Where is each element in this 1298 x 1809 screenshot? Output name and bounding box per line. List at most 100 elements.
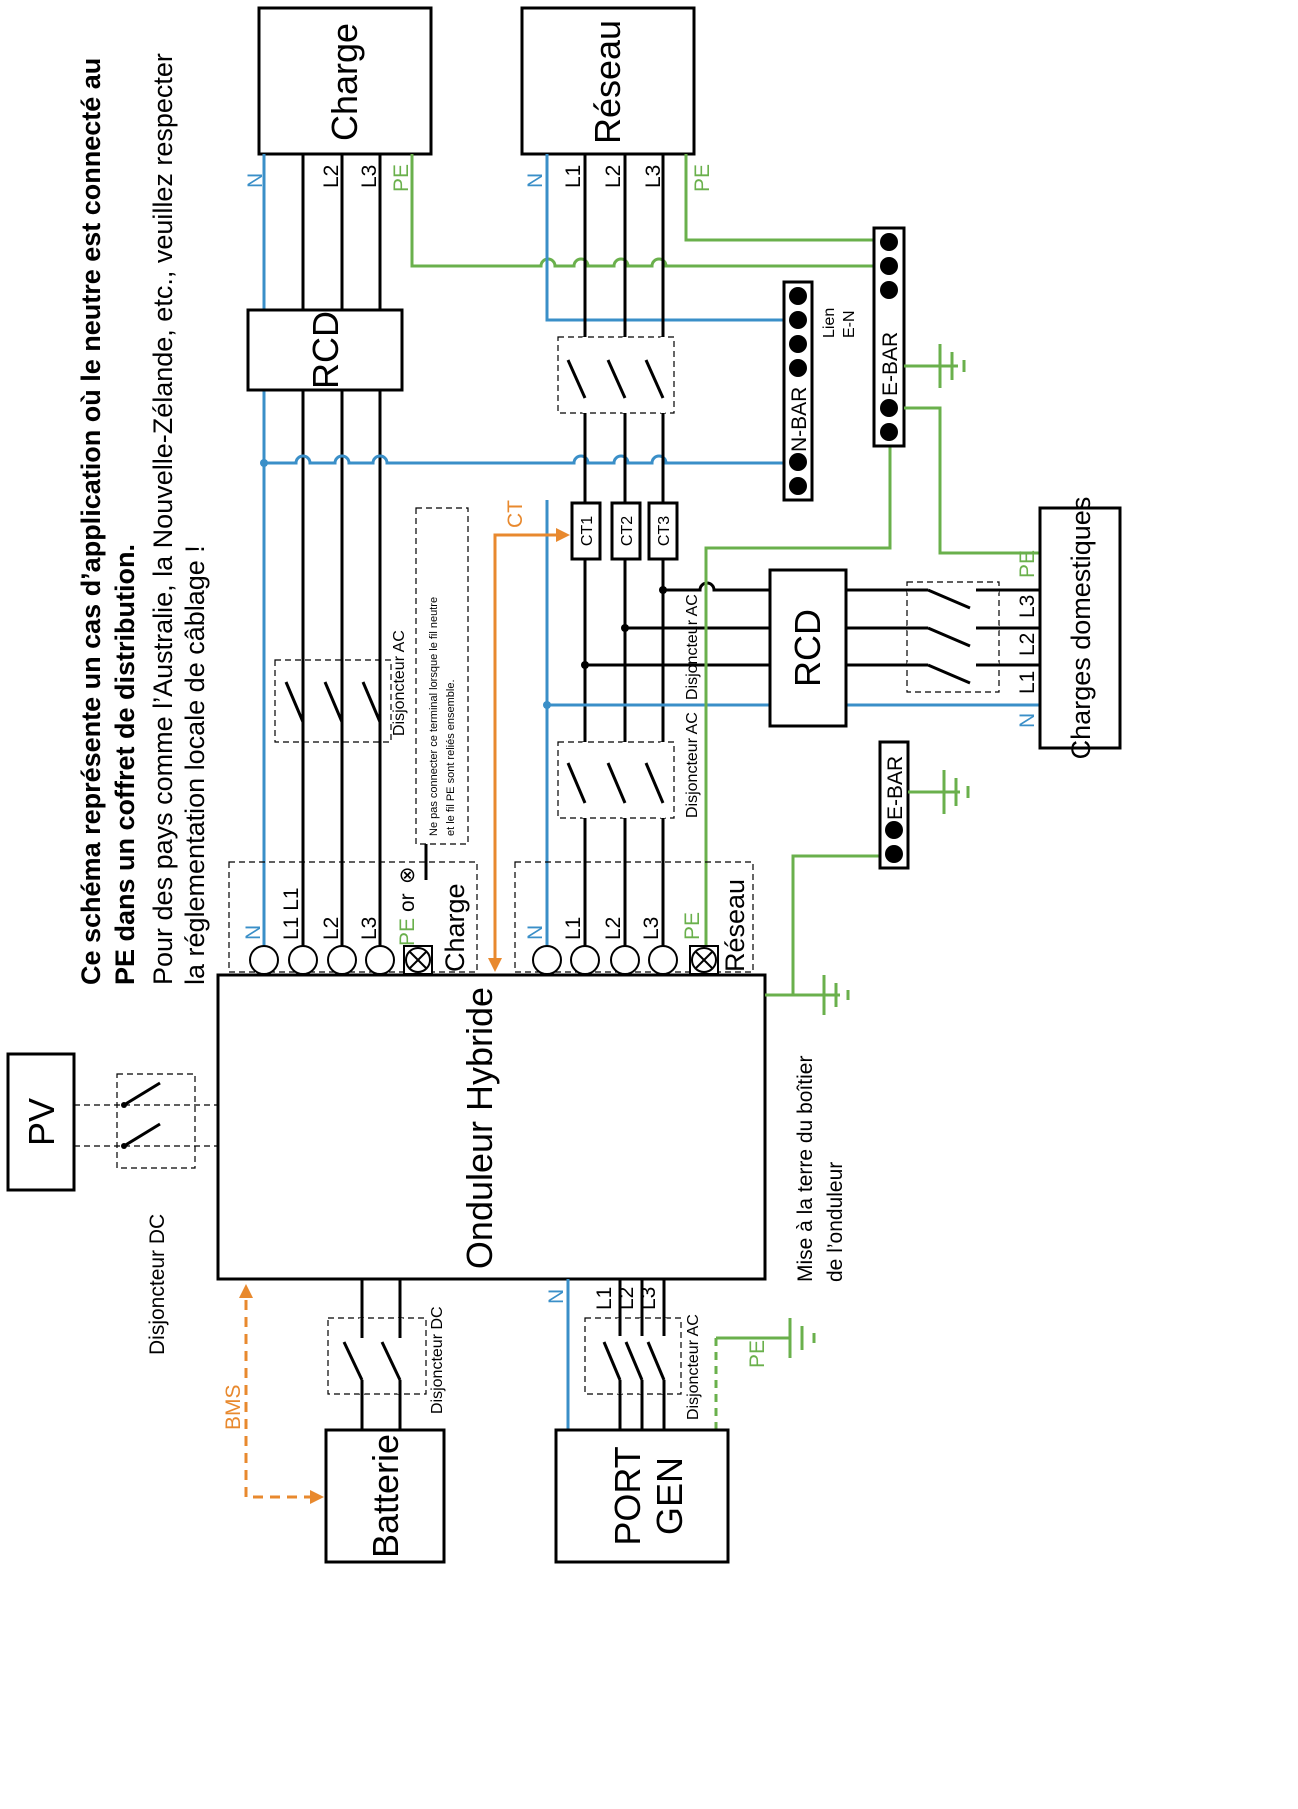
reseau-n-label: N [524, 173, 547, 188]
home-ac-breaker [906, 581, 1000, 693]
rcd-home: RCD [768, 568, 848, 728]
grid-terminal-l2 [610, 945, 640, 975]
rcd-top-label: RCD [305, 311, 346, 389]
gen-port-line2: GEN [649, 1457, 690, 1535]
charge-terminal-l3 [365, 945, 395, 975]
batterie-box: Batterie [324, 1428, 446, 1564]
lien-line2: E-N [841, 310, 858, 338]
pv-dc-breaker-label: Disjoncteur DC [146, 1214, 169, 1355]
charge-l2-label: L2 [320, 165, 343, 188]
ct1-label: CT1 [579, 516, 596, 546]
charge-pe-label: PE [390, 164, 413, 192]
charge-pe-wire [410, 154, 890, 268]
gen-l1-label: L1 [593, 1287, 616, 1310]
inverter-ground-symbol [822, 975, 850, 1015]
grid-terminal-l3 [648, 945, 678, 975]
charge-terminal-block: N L1 L1 L2 L3 PE or ⊗ Charge [228, 861, 478, 975]
bms-line [244, 1300, 312, 1499]
note-line1: Ne pas connecter ce terminal lorsque le … [428, 597, 440, 836]
charge-terminal-n [249, 945, 279, 975]
nbar-label: N-BAR [788, 387, 811, 452]
charge-terminal-l2 [327, 945, 357, 975]
charges-domestiques-label: Charges domestiques [1066, 497, 1096, 760]
gen-ac-breaker: Disjoncteur AC [584, 1314, 702, 1420]
reseau-l1-label: L1 [562, 165, 585, 188]
charges-domestiques-box: Charges domestiques [1038, 497, 1122, 760]
header-line3: Pour des pays comme l’Australie, la Nouv… [148, 53, 178, 985]
gen-l3-label: L3 [637, 1287, 660, 1310]
charge-ac-breaker: Disjoncteur AC [274, 630, 408, 743]
charge-term-l3-label: L3 [358, 917, 381, 940]
ct-label: CT [504, 500, 527, 528]
grid-terminal-label: Réseau [720, 879, 750, 972]
charge-n-label: N [244, 173, 267, 188]
ct2-label: CT2 [619, 516, 636, 546]
grid-term-n-label: N [524, 925, 547, 940]
grid-terminal-l1 [570, 945, 600, 975]
inverter-label: Onduleur Hybride [459, 987, 500, 1269]
reseau-pe-wire [684, 154, 890, 242]
home-n-label: N [1016, 713, 1039, 728]
home-l1-label: L1 [1016, 671, 1039, 694]
rcd-home-label: RCD [787, 609, 828, 687]
ebar-bottom: E-BAR [878, 740, 910, 870]
bms-arrow-right [310, 1490, 324, 1504]
charge-term-pe-label: PE [396, 918, 419, 946]
home-pe-label: PE [1016, 550, 1039, 578]
gen-port-line1: PORT [607, 1446, 648, 1545]
ebar-top: E-BAR [872, 226, 906, 448]
charge-ac-breaker-label: Disjoncteur AC [391, 630, 408, 736]
home-l2-label: L2 [1016, 633, 1039, 656]
ct-arrow-head [556, 528, 570, 542]
ct1-box: CT1 [570, 501, 602, 561]
gen-pe-ground [716, 1318, 816, 1358]
pv-dc-wires [74, 1104, 218, 1147]
battery-dc-breaker-label: Disjoncteur DC [429, 1306, 446, 1414]
ebar-top-ground [904, 344, 966, 388]
reseau-box-label: Réseau [587, 20, 628, 144]
grid-terminal-n [532, 945, 562, 975]
reseau-l2-label: L2 [602, 165, 625, 188]
ct3-box: CT3 [647, 501, 679, 561]
grid-term-l1-label: L1 [562, 917, 585, 940]
grid-term-pe-label: PE [681, 912, 704, 940]
charge-terminal-l1 [288, 945, 318, 975]
battery-dc-breaker: Disjoncteur DC [327, 1306, 446, 1414]
reseau-neutral-wire [545, 154, 797, 322]
gen-l2-label: L2 [615, 1287, 638, 1310]
grid-term-l2-label: L2 [602, 917, 625, 940]
ct-arrow-head-down [488, 958, 502, 972]
pv-box: PV [6, 1052, 76, 1192]
charge-terminal-label: Charge [440, 883, 470, 972]
lien-line1: Lien [821, 308, 838, 338]
ct-orange-line [493, 533, 560, 960]
ebar-top-label: E-BAR [879, 332, 902, 396]
batterie-label: Batterie [365, 1434, 406, 1558]
home-ac-breaker-label-alt: Disjoncteur AC [684, 594, 701, 700]
pv-dc-breaker [116, 1073, 196, 1169]
mise-terre-line2: de l’onduleur [824, 1162, 847, 1282]
ct3-label: CT3 [656, 516, 673, 546]
grid-ac-breaker-label: Disjoncteur AC [684, 712, 701, 818]
note-box: Ne pas connecter ce terminal lorsque le … [415, 507, 469, 880]
inverter-ground-wire [765, 854, 880, 997]
charge-box: Charge [257, 6, 433, 156]
reseau-l3-label: L3 [642, 165, 665, 188]
note-line2: et le fil PE sont reliés ensemble. [445, 679, 457, 836]
home-l3-tap [663, 581, 770, 592]
charge-term-n-label: N [242, 925, 265, 940]
charge-term-or-label: or [396, 893, 419, 912]
charge-box-label: Charge [324, 23, 365, 141]
ebar-to-home-pe [904, 406, 1040, 555]
gen-pe-label: PE [746, 1340, 769, 1368]
header-bold-line2: PE dans un coffret de distribution. [110, 544, 140, 985]
rcd-top: RCD [246, 308, 404, 392]
bms-arrow-up [239, 1284, 253, 1298]
charge-l3-label: L3 [358, 165, 381, 188]
gen-port-box: PORT GEN [554, 1428, 730, 1564]
grid-ac-breaker-top [557, 336, 675, 414]
reseau-pe-label: PE [691, 164, 714, 192]
grid-ac-breaker-bottom: Disjoncteur AC Disjoncteur AC [557, 594, 701, 819]
inverter-box: Onduleur Hybride [216, 973, 767, 1281]
